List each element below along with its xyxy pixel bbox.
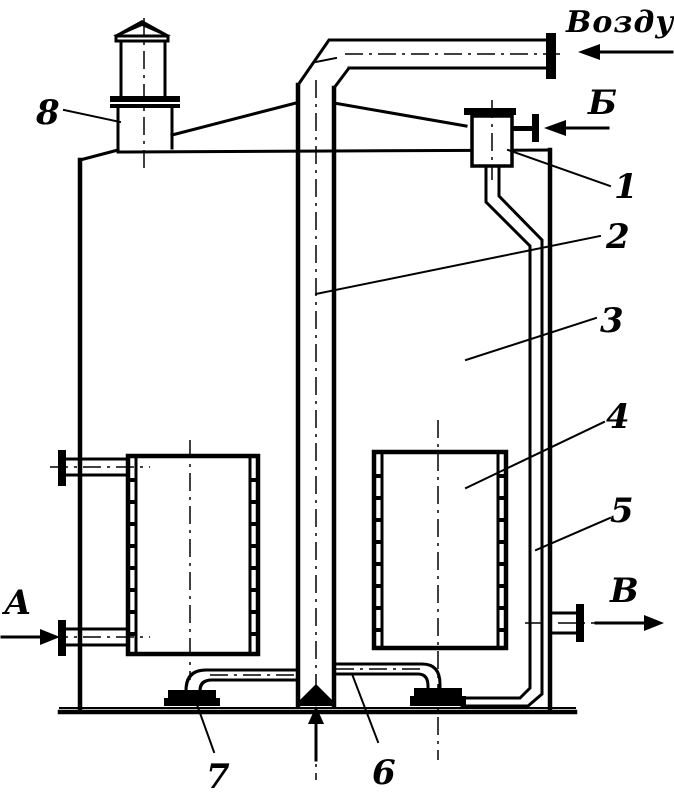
label-A-inlet: А (1, 583, 32, 623)
flow-arrows (0, 44, 674, 762)
central-air-pipe (295, 33, 560, 780)
label-6: 6 (372, 753, 396, 793)
label-V-outlet: В (609, 571, 639, 611)
leader-lines (62, 108, 612, 754)
v-arrow-head (644, 615, 664, 631)
a-arrow-head (40, 629, 60, 645)
label-2: 2 (605, 217, 630, 257)
label-B-inlet: Б (587, 83, 617, 123)
right-cylinder (371, 420, 509, 760)
left-nozzles (50, 450, 150, 656)
label-3: 3 (600, 301, 624, 341)
left-cylinder (125, 440, 261, 680)
label-7: 7 (206, 757, 230, 796)
outlet-V (525, 604, 600, 642)
label-8: 8 (35, 93, 60, 133)
inlet-fitting (464, 100, 539, 180)
vent-deflector (110, 18, 180, 170)
label-1: 1 (614, 167, 638, 207)
bottom-bubbler (164, 662, 466, 706)
label-5: 5 (610, 491, 634, 531)
label-4: 4 (606, 397, 630, 437)
b-arrow-head (544, 120, 566, 136)
side-riser-pipe (460, 164, 544, 708)
vessel-body (77, 101, 553, 713)
label-air: Воздух (565, 5, 674, 40)
bottom-arrow-head (308, 706, 324, 724)
air-arrow-head (578, 44, 600, 60)
